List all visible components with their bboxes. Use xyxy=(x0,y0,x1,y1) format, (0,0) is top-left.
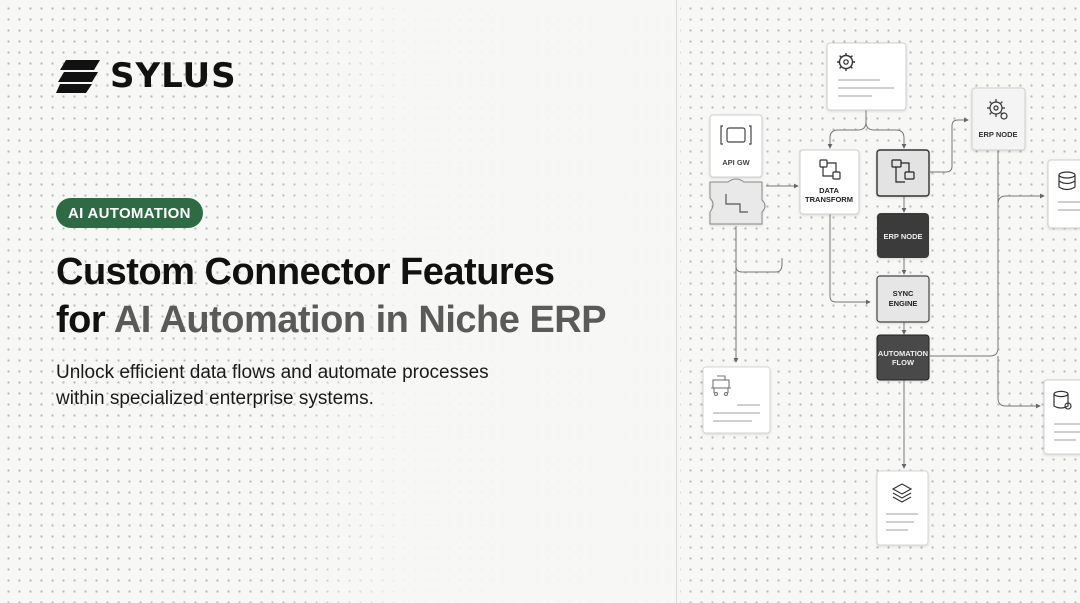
panel-divider xyxy=(676,0,677,603)
data-transform-label-1: DATA xyxy=(819,186,839,195)
api-gw-label: API GW xyxy=(722,158,750,167)
layers-document-card xyxy=(876,470,929,546)
category-badge: AI AUTOMATION xyxy=(56,198,203,228)
data-transform-label-2: TRANSFORM xyxy=(805,195,853,204)
sync-engine-label-2: ENGINE xyxy=(889,299,918,308)
sylus-logo-icon xyxy=(56,60,100,93)
machine-document-card xyxy=(702,366,771,434)
gear-icon xyxy=(837,53,855,71)
subtitle-line-2: within specialized enterprise systems. xyxy=(56,388,374,409)
page-title: Custom Connector Features for AI Automat… xyxy=(56,248,676,344)
data-transform-node: DATA TRANSFORM xyxy=(799,149,860,215)
erp-node-top-label: ERP NODE xyxy=(978,130,1017,139)
sync-engine-label-1: SYNC xyxy=(893,289,914,298)
title-line-1: Custom Connector Features xyxy=(56,251,555,293)
erp-node-card: ERP NODE xyxy=(971,87,1026,151)
database-card-bottom xyxy=(1043,379,1080,455)
sync-engine-node: SYNC ENGINE xyxy=(876,275,930,323)
puzzle-connector-node xyxy=(709,178,766,225)
flow-connectors xyxy=(733,110,1045,469)
title-line-2-prefix: for xyxy=(56,299,114,341)
api-brackets-icon xyxy=(720,125,752,145)
workflow-icon xyxy=(891,159,915,183)
left-panel-fade xyxy=(0,0,680,603)
config-document-card xyxy=(826,42,907,111)
layers-icon xyxy=(891,483,913,503)
transform-icon xyxy=(819,159,841,180)
subtitle-line-1: Unlock efficient data flows and automate… xyxy=(56,362,489,383)
erp-node-dark-label: ERP NODE xyxy=(883,232,922,241)
brand-logo[interactable]: SYLUS xyxy=(56,56,237,96)
database-card-top xyxy=(1047,159,1080,229)
page-subtitle: Unlock efficient data flows and automate… xyxy=(56,360,576,412)
automation-flow-label-2: FLOW xyxy=(892,358,915,367)
title-line-2-accent: AI Automation in Niche ERP xyxy=(113,299,607,341)
automation-flow-node: AUTOMATION FLOW xyxy=(876,334,930,381)
automation-flow-label-1: AUTOMATION xyxy=(878,349,928,358)
gears-icon xyxy=(987,99,1008,120)
database-settings-icon xyxy=(1053,390,1072,410)
erp-node-dark: ERP NODE xyxy=(877,213,929,258)
brand-name: SYLUS xyxy=(110,56,237,96)
api-gateway-node: API GW xyxy=(709,114,763,178)
database-icon xyxy=(1058,171,1076,191)
workflow-node xyxy=(876,149,930,197)
machine-icon xyxy=(711,375,731,397)
